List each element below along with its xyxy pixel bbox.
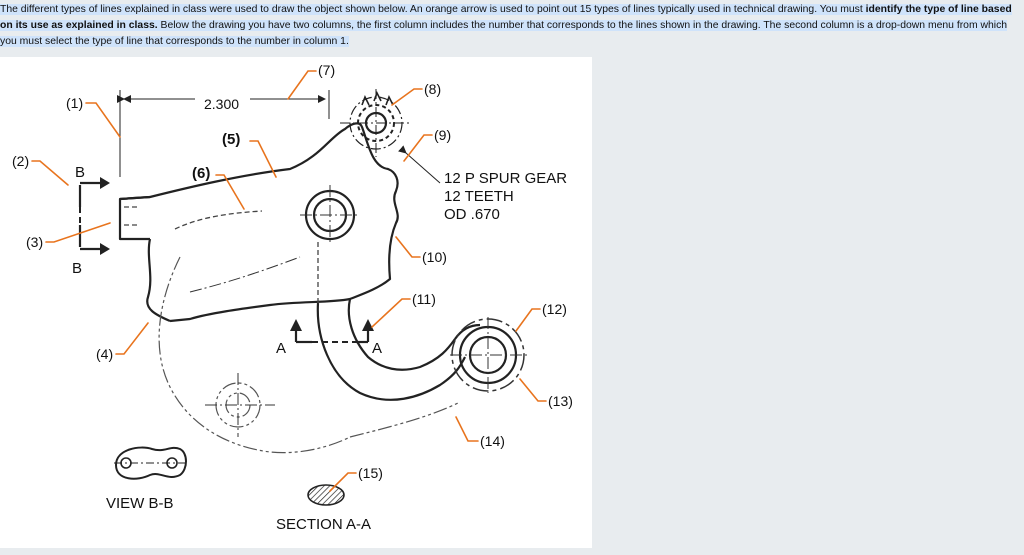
cutting-letter-a-left: A (276, 340, 286, 357)
callout-arrows (31, 70, 547, 492)
cutting-arrow-a-right (362, 319, 374, 331)
cutting-plane-bb (78, 181, 108, 251)
section-label: SECTION A-A (276, 516, 371, 533)
dimension-text: 2.300 (204, 96, 239, 112)
cutting-letter-a-right: A (372, 340, 382, 357)
gear-note-line-3: OD .670 (444, 206, 500, 223)
cutting-arrow-a-left (290, 319, 302, 331)
instructions-part1: The different types of lines explained i… (0, 4, 866, 15)
phantom-lines (158, 256, 461, 454)
callout-15: (15) (358, 465, 383, 481)
cutting-letter-b-top: B (75, 164, 85, 181)
instructions-text: The different types of lines explained i… (0, 2, 1018, 50)
callout-5: (5) (222, 131, 240, 148)
callout-6: (6) (192, 165, 210, 182)
callout-4: (4) (96, 346, 113, 362)
gear-note-line-2: 12 TEETH (444, 188, 514, 205)
callout-7: (7) (318, 62, 335, 78)
cutting-letter-b-bottom: B (72, 260, 82, 277)
hidden-lines (124, 206, 319, 303)
callout-12: (12) (542, 301, 567, 317)
callout-11: (11) (412, 291, 436, 307)
view-label: VIEW B-B (106, 495, 174, 512)
center-lines (189, 185, 528, 437)
callout-14: (14) (480, 433, 505, 449)
cutting-plane-aa (294, 329, 370, 344)
gear-note-leader (398, 145, 441, 184)
callout-9: (9) (434, 127, 451, 143)
callout-10: (10) (422, 249, 447, 265)
cutting-arrow-b-top (100, 177, 110, 189)
technical-drawing-panel: 2.300 B B A A VIEW B-B SECTION A-A 12 P … (0, 57, 592, 548)
callout-13: (13) (548, 393, 573, 409)
callout-2: (2) (12, 153, 29, 169)
boss-phantom-ring (451, 318, 525, 392)
cutting-arrow-b-bottom (100, 243, 110, 255)
gear-note-line-1: 12 P SPUR GEAR (444, 170, 567, 187)
technical-drawing: 2.300 B B A A VIEW B-B SECTION A-A 12 P … (12, 62, 573, 533)
section-aa-shape (307, 484, 345, 506)
callout-8: (8) (424, 81, 441, 97)
spur-gear (340, 89, 412, 157)
callout-3: (3) (26, 234, 43, 250)
callout-1: (1) (66, 95, 83, 111)
view-bb-shape (114, 446, 187, 480)
